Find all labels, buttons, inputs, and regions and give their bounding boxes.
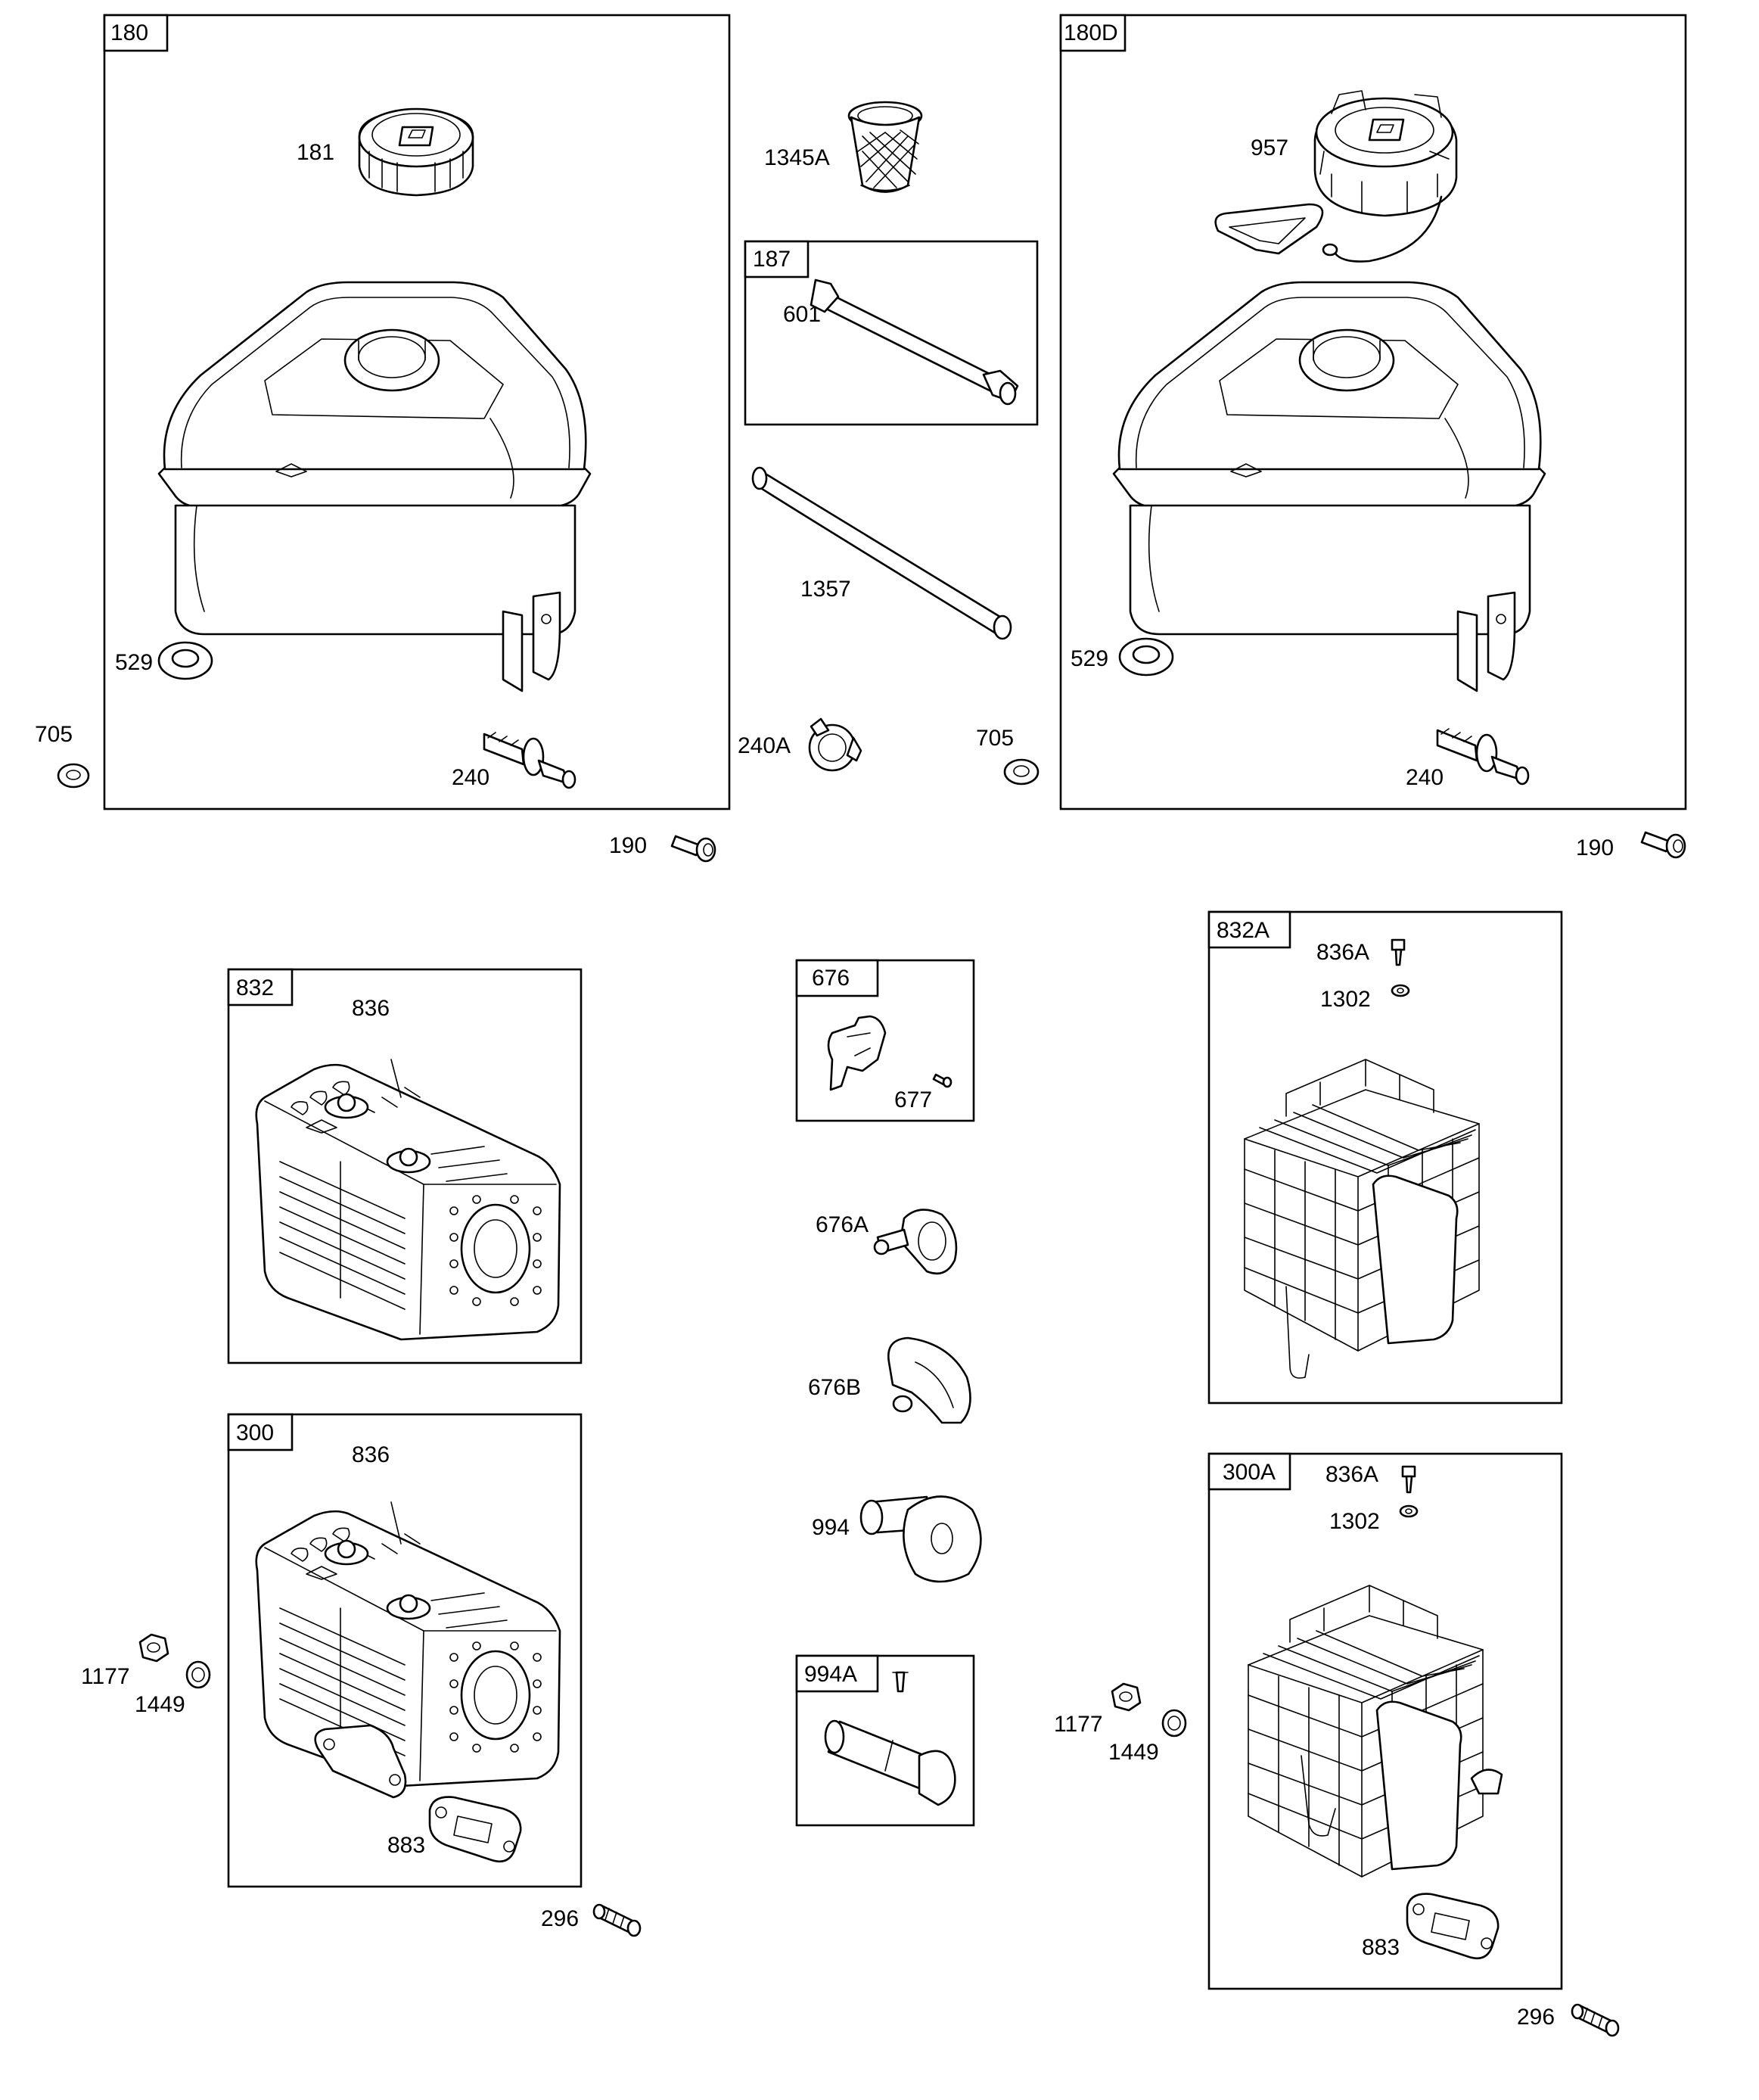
group-label-187: 187 bbox=[753, 247, 791, 272]
callout-1345A: 1345A bbox=[764, 145, 830, 170]
fuel-tank-180 bbox=[157, 281, 592, 692]
fuel-valve-240-a bbox=[483, 732, 576, 789]
muffler-832 bbox=[255, 1059, 561, 1341]
callout-1302-b: 1302 bbox=[1329, 1509, 1380, 1534]
group-label-832: 832 bbox=[236, 975, 274, 1000]
callout-601: 601 bbox=[783, 302, 821, 327]
callout-883-a: 883 bbox=[387, 1833, 425, 1858]
callout-677: 677 bbox=[894, 1087, 932, 1112]
callout-705-b: 705 bbox=[976, 726, 1014, 751]
gasket-883-a bbox=[428, 1796, 522, 1863]
group-994A: 994A bbox=[795, 1654, 975, 1827]
callout-957: 957 bbox=[1251, 135, 1288, 160]
nut-705-b bbox=[1003, 758, 1040, 786]
callout-676A: 676A bbox=[816, 1212, 869, 1237]
callout-1449-b: 1449 bbox=[1108, 1740, 1159, 1765]
gasket-883-b bbox=[1406, 1893, 1500, 1960]
fuel-cap-957 bbox=[1214, 90, 1458, 263]
deflector-676 bbox=[827, 1015, 887, 1091]
muffler-300 bbox=[255, 1501, 561, 1799]
callout-190-b: 190 bbox=[1576, 835, 1614, 860]
callout-529-b: 529 bbox=[1071, 646, 1108, 671]
nut-1177-b bbox=[1111, 1682, 1142, 1712]
grommet-529-a bbox=[157, 641, 213, 680]
callout-1357: 1357 bbox=[800, 577, 851, 602]
group-label-300: 300 bbox=[236, 1420, 274, 1445]
group-180D: 180D bbox=[1059, 14, 1687, 810]
fuel-hose-1357 bbox=[751, 466, 1012, 640]
screw-836A-b bbox=[1401, 1465, 1416, 1494]
group-label-180: 180 bbox=[110, 20, 148, 45]
exhaust-deflector-676B bbox=[887, 1336, 971, 1424]
bolt-190-a bbox=[670, 835, 716, 863]
washer-1302-b bbox=[1399, 1504, 1419, 1518]
fuel-valve-240-b bbox=[1436, 728, 1530, 786]
callout-883-b: 883 bbox=[1362, 1935, 1400, 1960]
fuel-line-601 bbox=[810, 278, 1019, 406]
muffler-300A bbox=[1247, 1584, 1503, 1878]
callout-240A: 240A bbox=[738, 733, 791, 758]
callout-1449-a: 1449 bbox=[135, 1692, 185, 1717]
group-187: 187 bbox=[744, 240, 1039, 426]
callout-1177-a: 1177 bbox=[81, 1664, 130, 1689]
callouts: 181 529 705 240 190 1345A 601 1357 240A … bbox=[35, 135, 1614, 2030]
grommet-529-b bbox=[1118, 637, 1174, 677]
group-label-832A: 832A bbox=[1217, 918, 1270, 943]
group-180: 180 bbox=[103, 14, 731, 810]
callout-836A-a: 836A bbox=[1316, 940, 1369, 965]
group-676: 676 bbox=[795, 959, 975, 1122]
washer-1302-a bbox=[1391, 984, 1410, 997]
fuel-shutoff-240A bbox=[808, 717, 862, 772]
nut-1177-a bbox=[138, 1633, 169, 1663]
screw-677 bbox=[932, 1073, 953, 1088]
group-832: 832 bbox=[227, 968, 583, 1364]
callout-240-a: 240 bbox=[452, 765, 489, 790]
callout-1302-a: 1302 bbox=[1320, 987, 1371, 1012]
fuel-strainer-1345A bbox=[847, 101, 923, 193]
fuel-tank-180D bbox=[1112, 281, 1546, 692]
stud-296-a bbox=[592, 1903, 642, 1937]
callout-240-b: 240 bbox=[1406, 765, 1444, 790]
group-300: 300 bbox=[227, 1413, 583, 1888]
group-label-180D: 180D bbox=[1064, 20, 1118, 45]
callout-181: 181 bbox=[297, 140, 334, 165]
group-label-994A: 994A bbox=[804, 1662, 857, 1687]
washer-1449-b bbox=[1161, 1709, 1187, 1738]
callout-836A-b: 836A bbox=[1325, 1462, 1378, 1487]
fuel-cap-181 bbox=[358, 107, 474, 197]
callout-296-b: 296 bbox=[1517, 2005, 1555, 2030]
callout-1177-b: 1177 bbox=[1054, 1712, 1103, 1737]
callout-190-a: 190 bbox=[609, 833, 647, 858]
group-300A: 300A bbox=[1207, 1452, 1563, 1990]
callout-836-a: 836 bbox=[352, 996, 390, 1021]
callout-994: 994 bbox=[812, 1515, 850, 1540]
group-label-676: 676 bbox=[812, 966, 850, 991]
callout-296-a: 296 bbox=[541, 1906, 579, 1931]
callout-529-a: 529 bbox=[115, 650, 153, 675]
spark-arrestor-676A bbox=[873, 1209, 958, 1275]
muffler-guard-832A bbox=[1243, 1058, 1481, 1379]
screw-836A-a bbox=[1391, 938, 1406, 966]
bolt-190-b bbox=[1640, 831, 1686, 859]
group-832A: 832A bbox=[1207, 910, 1563, 1405]
washer-1449-a bbox=[185, 1660, 211, 1689]
exhaust-screen-994 bbox=[859, 1495, 982, 1583]
callout-836-b: 836 bbox=[352, 1442, 390, 1467]
exhaust-pipe-994A bbox=[824, 1671, 956, 1806]
stud-296-b bbox=[1571, 2003, 1620, 2037]
callout-676B: 676B bbox=[808, 1375, 861, 1400]
callout-705-a: 705 bbox=[35, 722, 73, 747]
group-label-300A: 300A bbox=[1223, 1460, 1276, 1485]
nut-705-a bbox=[57, 763, 90, 789]
